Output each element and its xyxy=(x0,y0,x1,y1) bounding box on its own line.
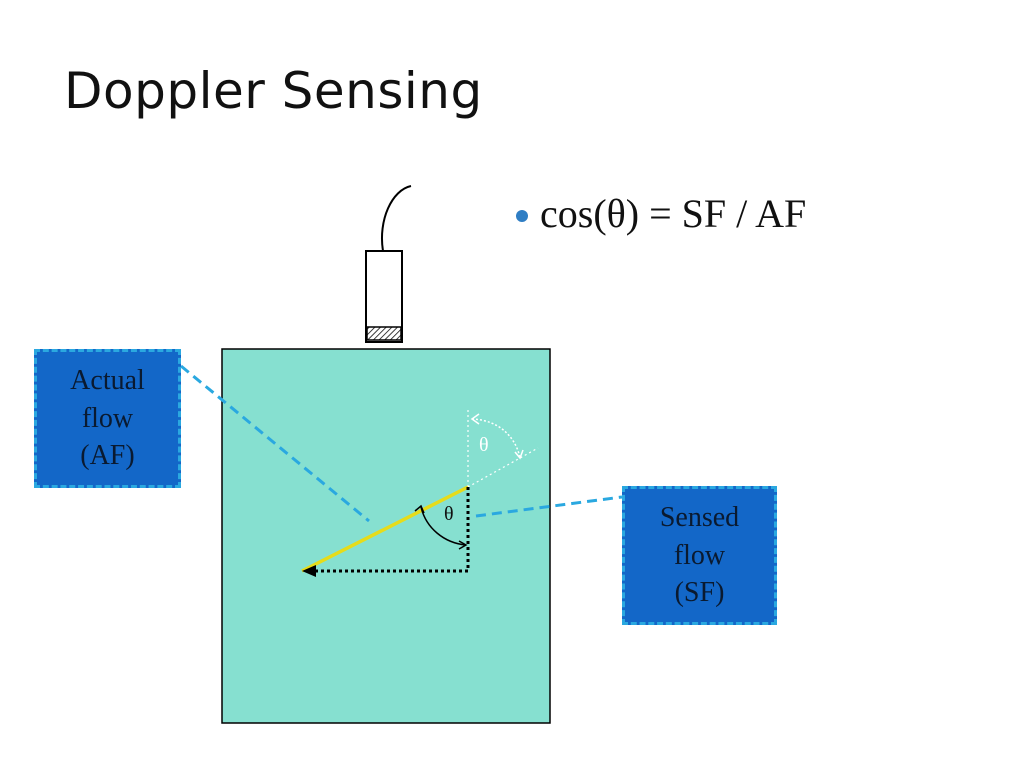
outer-arc-arrowhead-bottom xyxy=(514,449,524,460)
probe-transducer xyxy=(366,326,402,341)
inner-arc-arrowhead-bottom xyxy=(458,540,468,550)
flow-arrowhead xyxy=(302,565,316,577)
inner-angle-label: θ xyxy=(444,503,454,525)
sensed-flow-label-line: Sensed xyxy=(659,501,740,533)
probe-cable xyxy=(381,185,412,252)
inner-arc-arrowhead-top xyxy=(414,504,425,514)
outer-angle-arc xyxy=(471,418,521,459)
actual-flow-label-line: Actual xyxy=(70,364,145,396)
actual-flow-label-box: Actual flow (AF) xyxy=(34,349,181,488)
bullet-dot-icon xyxy=(516,209,528,222)
sensed-flow-label-box: Sensed flow (SF) xyxy=(622,486,777,625)
slide-title: Doppler Sensing xyxy=(64,62,483,120)
sensed-flow-label-line: (SF) xyxy=(674,577,725,609)
sensed-flow-label-line: flow xyxy=(673,539,726,571)
actual-flow-vector xyxy=(301,485,469,573)
af-leader-line xyxy=(180,364,370,523)
outer-arc-arrowhead-top xyxy=(470,413,480,425)
formula-text: cos(θ) = SF / AF xyxy=(540,191,807,236)
formula-bullet: cos(θ) = SF / AF xyxy=(516,190,806,237)
reference-beam-line xyxy=(467,447,539,488)
sf-leader-line xyxy=(475,495,623,518)
actual-flow-label-line: (AF) xyxy=(80,440,135,472)
medium-region xyxy=(221,348,551,724)
actual-flow-label-line: flow xyxy=(81,402,134,434)
outer-angle-label: θ xyxy=(479,434,489,456)
inner-angle-arc xyxy=(420,506,467,546)
